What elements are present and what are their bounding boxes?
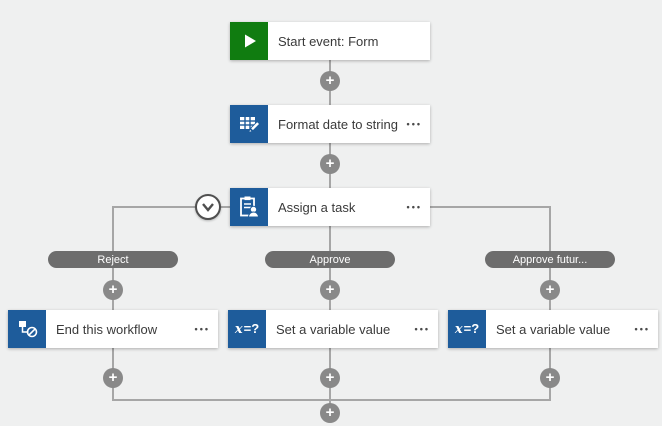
add-action-button[interactable]: + [320, 71, 340, 91]
node-label: Format date to string [278, 116, 398, 132]
node-set-variable-value-1[interactable]: x=? Set a variable value ••• [228, 310, 438, 348]
connector-line [112, 206, 114, 251]
node-start-event-form[interactable]: Start event: Form [230, 22, 430, 60]
add-action-button[interactable]: + [540, 280, 560, 300]
add-action-button[interactable]: + [320, 280, 340, 300]
table-edit-icon [230, 105, 268, 143]
play-icon [230, 22, 268, 60]
node-label: Set a variable value [496, 321, 611, 337]
branch-label-reject: Reject [48, 251, 178, 268]
node-menu-button[interactable]: ••• [403, 105, 430, 143]
collapse-branches-button[interactable] [195, 194, 221, 220]
connector-line [112, 206, 230, 208]
node-menu-button[interactable]: ••• [411, 310, 438, 348]
node-menu-button[interactable]: ••• [631, 310, 658, 348]
add-action-button[interactable]: + [320, 368, 340, 388]
connector-line [329, 226, 331, 251]
end-workflow-icon [8, 310, 46, 348]
connector-line [112, 399, 551, 401]
node-format-date-to-string[interactable]: Format date to string ••• [230, 105, 430, 143]
add-action-button[interactable]: + [320, 403, 340, 423]
chevron-down-icon [202, 203, 214, 212]
variable-icon: x=? [448, 310, 486, 348]
node-menu-button[interactable]: ••• [403, 188, 430, 226]
node-label: End this workflow [56, 321, 158, 337]
node-label: Start event: Form [278, 33, 379, 49]
add-action-button[interactable]: + [103, 368, 123, 388]
branch-label-approve: Approve [265, 251, 395, 268]
node-menu-button[interactable]: ••• [191, 310, 218, 348]
add-action-button[interactable]: + [540, 368, 560, 388]
node-set-variable-value-2[interactable]: x=? Set a variable value ••• [448, 310, 658, 348]
branch-label-approve-future: Approve futur... [485, 251, 615, 268]
connector-line [430, 206, 551, 208]
connector-line [549, 206, 551, 251]
node-label: Assign a task [278, 199, 356, 215]
variable-icon: x=? [228, 310, 266, 348]
node-end-this-workflow[interactable]: End this workflow ••• [8, 310, 218, 348]
node-assign-a-task[interactable]: Assign a task ••• [230, 188, 430, 226]
add-action-button[interactable]: + [320, 154, 340, 174]
node-label: Set a variable value [276, 321, 391, 337]
assign-task-icon [230, 188, 268, 226]
add-action-button[interactable]: + [103, 280, 123, 300]
